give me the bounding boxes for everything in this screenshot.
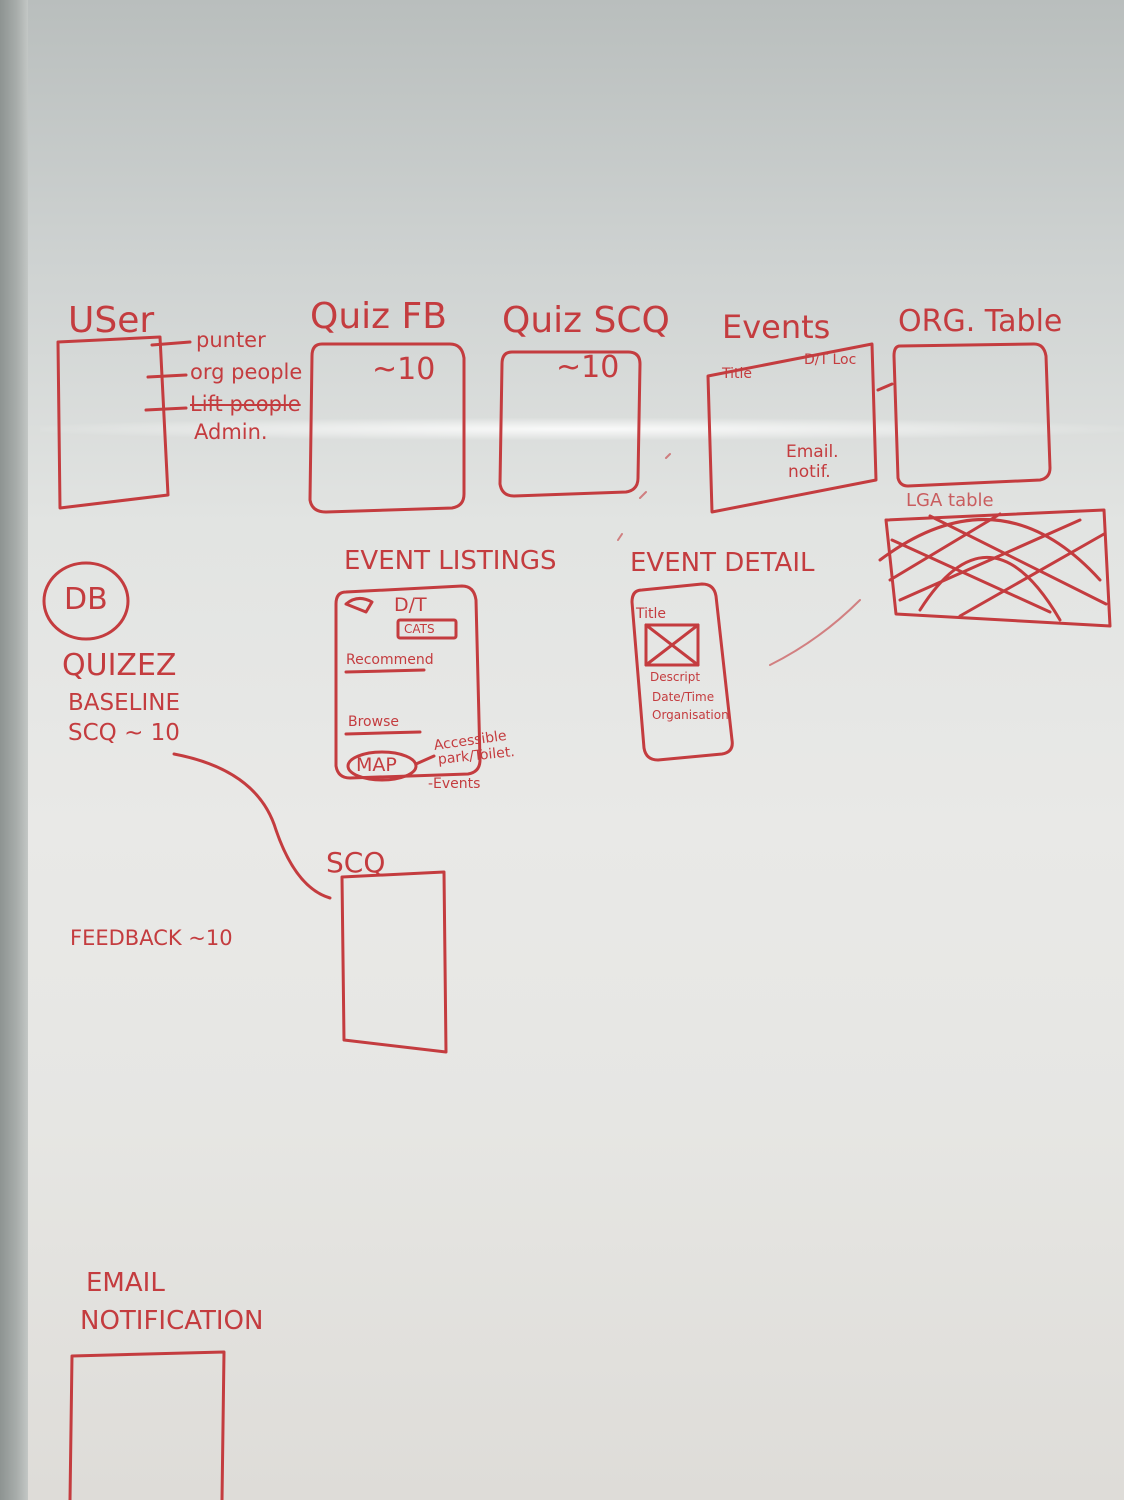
whiteboard-frame <box>0 0 28 1500</box>
events-field-notif: notif. <box>788 462 831 482</box>
quiz-scq-title: Quiz SCQ <box>502 300 670 341</box>
listing-underlines <box>344 668 426 736</box>
event-listings-phone <box>334 584 482 780</box>
events-field-title: Title <box>722 366 753 382</box>
listing-item-browse: Browse <box>348 714 399 730</box>
quiz-fb-title: Quiz FB <box>310 296 447 337</box>
db-feedback: FEEDBACK ~10 <box>70 926 233 950</box>
events-box <box>706 342 878 514</box>
user-role-admin: Admin. <box>194 420 268 444</box>
user-role-lift-people: Lift people <box>190 392 301 416</box>
event-detail-title: EVENT DETAIL <box>630 548 815 578</box>
listing-item-dt: D/T <box>394 594 427 616</box>
quiz-fb-box <box>308 342 466 514</box>
map-oval <box>346 750 418 782</box>
quiz-scq-count: ~10 <box>556 350 620 385</box>
org-table-box <box>892 342 1052 488</box>
lga-table-scribble <box>878 508 1112 628</box>
db-baseline: BASELINE <box>68 690 180 716</box>
quiz-scq-box <box>498 350 642 498</box>
listing-item-cats: CATS <box>404 622 435 636</box>
scq-box <box>340 870 448 1054</box>
listing-search-mark <box>344 597 374 614</box>
listing-item-map: MAP <box>356 754 397 776</box>
quiz-to-scq-curve <box>172 752 332 900</box>
events-title: Events <box>722 308 831 346</box>
email-notification-line2: NOTIFICATION <box>80 1306 264 1336</box>
dash-connector <box>617 453 861 666</box>
scq-title: SCQ <box>326 846 386 879</box>
event-listings-title: EVENT LISTINGS <box>344 546 557 576</box>
listing-item-recommend: Recommend <box>346 652 434 668</box>
detail-item-organisation: Organisation <box>652 708 729 722</box>
detail-image-placeholder <box>644 623 700 667</box>
user-role-punter: punter <box>196 328 266 352</box>
user-role-org-people: org people <box>190 360 303 384</box>
detail-image-cross <box>644 623 700 667</box>
user-role-ticks <box>144 340 192 412</box>
email-notification-box <box>68 1350 226 1500</box>
quiz-fb-count: ~10 <box>372 352 436 387</box>
map-note-arrow <box>414 754 436 766</box>
detail-item-title: Title <box>636 606 667 622</box>
db-scq: SCQ ~ 10 <box>68 720 180 746</box>
events-field-dt-loc: D/T Loc <box>804 352 857 368</box>
event-detail-phone <box>630 582 734 762</box>
db-label: DB <box>64 582 108 617</box>
map-note-events: -Events <box>428 776 481 792</box>
db-quizzes-heading: QUIZEZ <box>62 648 177 683</box>
detail-item-descript: Descript <box>650 670 701 684</box>
events-field-email: Email. <box>786 442 839 462</box>
db-circle <box>42 561 130 641</box>
cats-dropdown <box>396 618 458 640</box>
detail-item-date-time: Date/Time <box>652 690 715 704</box>
user-title: USer <box>68 300 155 341</box>
user-box <box>56 335 170 510</box>
org-table-note: LGA table <box>906 490 994 511</box>
events-org-link <box>876 382 894 392</box>
org-table-title: ORG. Table <box>898 304 1063 339</box>
email-notification-line1: EMAIL <box>86 1268 165 1298</box>
